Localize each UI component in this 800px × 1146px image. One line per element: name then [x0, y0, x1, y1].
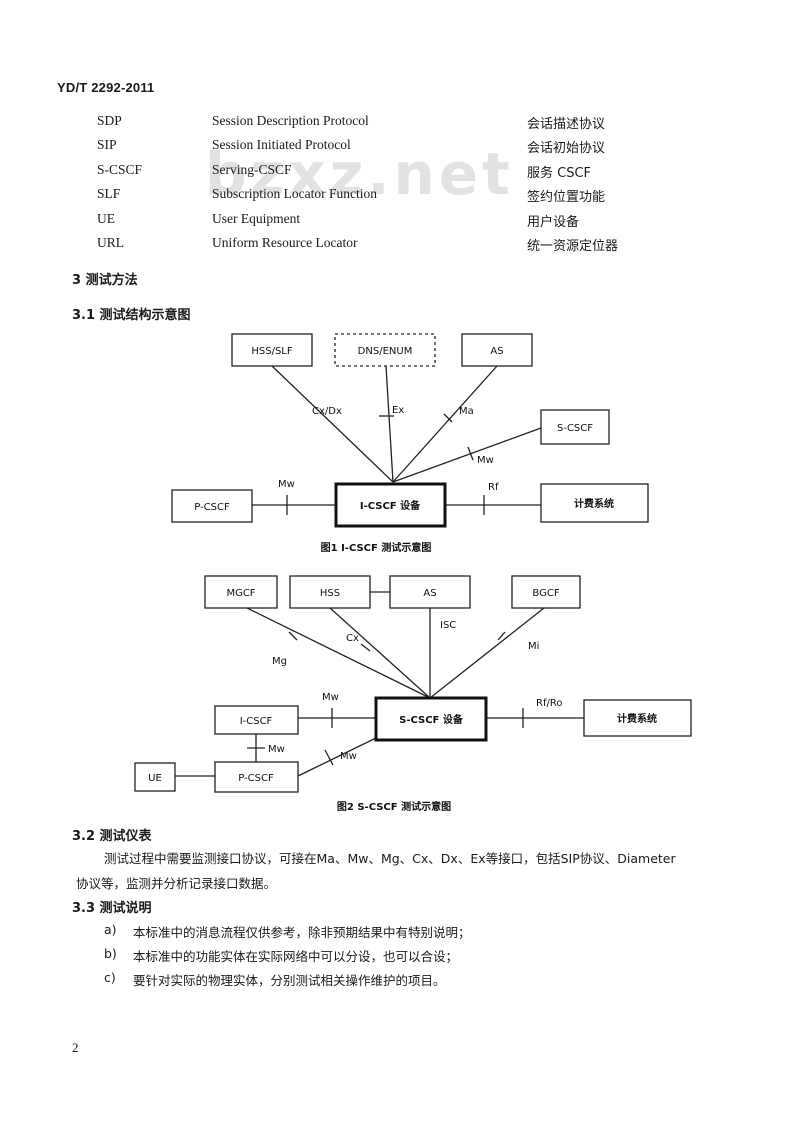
box-billing — [540, 483, 649, 523]
abbr-english: Session Initiated Protocol — [212, 137, 351, 152]
s32-paragraph-line2: 协议等，监测并分析记录接口数据。 — [76, 876, 277, 891]
abbr-english: Session Description Protocol — [212, 113, 369, 128]
s33-item-b-marker: b) — [104, 946, 117, 961]
node-as: AS — [490, 346, 503, 357]
iface-mw2: Mw — [278, 479, 295, 490]
abbr-english: Uniform Resource Locator — [212, 235, 358, 250]
node-billing: 计费系统 — [574, 497, 614, 510]
link-dns-icscf — [385, 365, 394, 483]
link-hss-icscf — [271, 365, 394, 483]
abbr-term: SDP — [97, 113, 122, 128]
box-as — [461, 333, 533, 367]
tick-mg — [288, 631, 298, 641]
iface-mi: Mi — [528, 641, 539, 652]
box-p-cscf — [171, 489, 253, 523]
node-mgcf: MGCF — [226, 588, 255, 599]
section-3-2-heading: 3.2 测试仪表 — [72, 829, 152, 844]
iface-mw-diag: Mw — [340, 751, 357, 762]
abbr-chinese: 用户设备 — [527, 215, 580, 230]
link-mgcf-scscf — [246, 607, 431, 699]
s33-item-a-text: 本标准中的消息流程仅供参考，除非预期结果中有特别说明； — [133, 925, 471, 940]
abbr-english: Subscription Locator Function — [212, 186, 377, 201]
iface-cx: Cx — [346, 633, 359, 644]
node-p-cscf-2: P-CSCF — [238, 773, 274, 784]
iface-rf-ro: Rf/Ro — [536, 698, 562, 709]
node-as-2: AS — [423, 588, 436, 599]
iface-isc: ISC — [440, 620, 456, 631]
tick-mw1 — [467, 446, 474, 461]
abbr-chinese: 服务 CSCF — [527, 166, 592, 181]
figures-svg: HSS/SLF DNS/ENUM AS S-CSCF P-CSCF I-CSCF… — [134, 333, 692, 813]
section-3-3-heading: 3.3 测试说明 — [72, 901, 152, 916]
section-3-heading: 3 测试方法 — [72, 273, 138, 288]
abbr-term: UE — [97, 211, 115, 226]
tick-mi — [497, 631, 506, 641]
abbr-term: S-CSCF — [97, 162, 143, 177]
watermark: bzxz.net — [205, 140, 514, 208]
node-p-cscf: P-CSCF — [194, 502, 230, 513]
box-dns-enum — [334, 333, 436, 367]
s33-item-c-marker: c) — [104, 970, 116, 985]
s33-item-b-text: 本标准中的功能实体在实际网络中可以分设，也可以合设； — [133, 949, 459, 964]
iface-cx-dx: Cx/Dx — [312, 406, 342, 417]
box-hss — [289, 575, 371, 609]
node-i-cscf: I-CSCF 设备 — [360, 499, 421, 512]
figure-1-caption: 图1 I-CSCF 测试示意图 — [321, 541, 432, 554]
abbr-english: User Equipment — [212, 211, 301, 226]
tick-mw-diag — [324, 749, 334, 766]
standard-code: YD/T 2292-2011 — [57, 80, 155, 95]
node-s-cscf: S-CSCF — [557, 423, 593, 434]
link-hss-scscf — [329, 607, 431, 699]
box-bgcf — [511, 575, 581, 609]
tick-cx — [360, 643, 371, 652]
box-ue — [134, 762, 176, 792]
figure-2-diagram: MGCF HSS AS BGCF I-CSCF S-CSCF 设备 计费系统 U… — [134, 575, 692, 813]
page-number: 2 — [72, 1040, 79, 1055]
section-3-1-heading: 3.1 测试结构示意图 — [72, 308, 191, 323]
abbr-chinese: 会话描述协议 — [527, 117, 606, 132]
abbr-term: SIP — [97, 137, 117, 152]
box-i-cscf — [334, 482, 447, 528]
iface-mw-top: Mw — [322, 692, 339, 703]
s33-item-c-text: 要针对实际的物理实体，分别测试相关操作维护的项目。 — [133, 973, 446, 988]
s33-item-a-marker: a) — [104, 922, 117, 937]
iface-mw-vert: Mw — [268, 744, 285, 755]
figure-2-caption: 图2 S-CSCF 测试示意图 — [337, 800, 451, 813]
node-dns-enum: DNS/ENUM — [358, 346, 413, 357]
box-p-cscf-2 — [214, 761, 299, 793]
s32-paragraph-line1: 测试过程中需要监测接口协议，可接在Ma、Mw、Mg、Cx、Dx、Ex等接口，包括… — [104, 851, 676, 866]
node-bgcf: BGCF — [532, 588, 559, 599]
box-s-cscf-2 — [374, 696, 488, 742]
node-hss: HSS — [320, 588, 340, 599]
node-ue: UE — [148, 773, 162, 784]
abbr-term: URL — [97, 235, 124, 250]
tick-ma — [443, 413, 453, 423]
abbr-chinese: 会话初始协议 — [527, 141, 606, 156]
link-as-icscf — [392, 365, 498, 483]
link-bgcf-scscf — [429, 607, 545, 699]
abbr-english: Serving-CSCF — [212, 162, 292, 177]
box-mgcf — [204, 575, 278, 609]
figure-1-diagram: HSS/SLF DNS/ENUM AS S-CSCF P-CSCF I-CSCF… — [171, 333, 649, 554]
box-i-cscf-2 — [214, 705, 299, 735]
box-s-cscf — [540, 409, 610, 445]
node-s-cscf-2: S-CSCF 设备 — [399, 713, 464, 726]
iface-ex: Ex — [392, 405, 404, 416]
iface-mg: Mg — [272, 656, 287, 667]
box-billing-2 — [583, 699, 692, 737]
iface-rf: Rf — [488, 482, 499, 493]
link-scscf-icscf — [392, 427, 542, 483]
box-hss-slf — [231, 333, 313, 367]
abbr-term: SLF — [97, 186, 121, 201]
abbr-chinese: 签约位置功能 — [527, 190, 606, 205]
link-pcscf-scscf — [297, 737, 377, 777]
node-billing-2: 计费系统 — [617, 712, 657, 725]
iface-mw1: Mw — [477, 455, 494, 466]
abbr-chinese: 统一资源定位器 — [527, 239, 619, 254]
box-as-2 — [389, 575, 471, 609]
node-i-cscf-2: I-CSCF — [240, 716, 273, 727]
node-hss-slf: HSS/SLF — [251, 346, 293, 357]
iface-ma: Ma — [459, 406, 474, 417]
